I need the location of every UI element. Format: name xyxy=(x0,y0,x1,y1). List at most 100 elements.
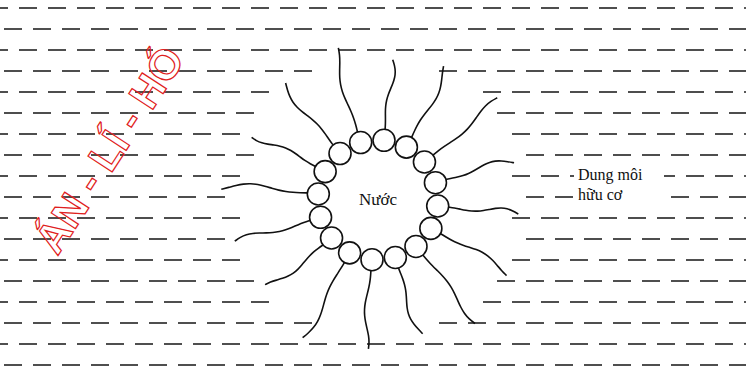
solvent-dash xyxy=(19,175,37,177)
solvent-dash xyxy=(19,7,37,9)
solvent-dash xyxy=(19,133,37,135)
solvent-dash xyxy=(584,70,602,72)
solvent-dash xyxy=(164,301,182,303)
solvent-dash xyxy=(729,154,746,156)
solvent-dash xyxy=(367,49,385,51)
solvent-dash xyxy=(642,154,660,156)
solvent-dash xyxy=(700,154,718,156)
solvent-dash xyxy=(526,196,544,198)
solvent-dash xyxy=(19,301,37,303)
solvent-dash xyxy=(149,364,167,366)
solvent-dash xyxy=(729,238,746,240)
solvent-dash xyxy=(497,28,515,30)
solvent-dash xyxy=(19,343,37,345)
solvent-dash xyxy=(541,7,559,9)
solvent-dash xyxy=(193,259,211,261)
solvent-dash xyxy=(193,175,211,177)
solvent-dash xyxy=(526,154,544,156)
solvent-dash xyxy=(526,322,544,324)
solvent-dash xyxy=(396,7,414,9)
solvent-dash xyxy=(178,364,196,366)
solvent-dash xyxy=(512,7,530,9)
solvent-dash xyxy=(48,91,66,93)
solvent-dash xyxy=(106,301,124,303)
solvent-dash xyxy=(700,196,718,198)
hydrophobic-tail xyxy=(398,268,422,334)
solvent-dash xyxy=(222,49,240,51)
solvent-dash xyxy=(729,70,746,72)
solvent-dash xyxy=(686,301,704,303)
solvent-dash xyxy=(91,28,109,30)
solvent-dash xyxy=(62,28,80,30)
solvent-dash xyxy=(613,154,631,156)
solvent-dash xyxy=(570,91,588,93)
solvent-dash xyxy=(570,301,588,303)
solvent-dash xyxy=(700,322,718,324)
solvent-dash xyxy=(744,91,746,93)
hydrophobic-tail xyxy=(303,263,345,338)
solvent-dash xyxy=(729,112,746,114)
solvent-dash xyxy=(381,364,399,366)
solvent-dash xyxy=(222,175,240,177)
hydrophobic-tail xyxy=(385,60,395,130)
solvent-dash xyxy=(33,28,51,30)
solvent-dash xyxy=(613,28,631,30)
solvent-dash xyxy=(0,175,8,177)
solvent-dash xyxy=(222,7,240,9)
solvent-dash xyxy=(0,217,8,219)
solvent-dash xyxy=(555,238,573,240)
solvent-dash xyxy=(236,322,254,324)
solvent-dash xyxy=(686,259,704,261)
solvent-dash xyxy=(135,175,153,177)
solvent-dash xyxy=(483,343,501,345)
solvent-dash xyxy=(323,364,341,366)
solvent-dash xyxy=(62,322,80,324)
solvent-dash xyxy=(613,364,631,366)
solvent-dash xyxy=(19,217,37,219)
solvent-dash xyxy=(599,301,617,303)
polar-head xyxy=(424,172,446,194)
solvent-dash xyxy=(149,322,167,324)
solvent-dash xyxy=(613,238,631,240)
solvent-dash xyxy=(628,259,646,261)
solvent-dash xyxy=(280,49,298,51)
solvent-dash xyxy=(700,238,718,240)
solvent-dash xyxy=(671,322,689,324)
polar-head xyxy=(329,143,351,165)
solvent-dash xyxy=(294,364,312,366)
solvent-dash xyxy=(193,7,211,9)
solvent-dash xyxy=(555,154,573,156)
solvent-dash xyxy=(135,259,153,261)
polar-head xyxy=(307,183,329,205)
solvent-dash xyxy=(700,112,718,114)
solvent-dash xyxy=(4,322,22,324)
solvent-dash xyxy=(236,28,254,30)
solvent-dash xyxy=(222,217,240,219)
hydrophobic-tail xyxy=(423,255,475,324)
solvent-dash xyxy=(570,259,588,261)
solvent-dash xyxy=(207,280,225,282)
solvent-dash xyxy=(265,70,283,72)
solvent-dash xyxy=(744,49,746,51)
solvent-dash xyxy=(265,364,283,366)
solvent-dash xyxy=(642,112,660,114)
solvent-dash xyxy=(715,301,733,303)
solvent-dash xyxy=(570,7,588,9)
node-text: Nước xyxy=(359,190,397,210)
polar-head xyxy=(310,206,332,228)
solvent-dash xyxy=(91,70,109,72)
solvent-dash xyxy=(686,133,704,135)
solvent-dash xyxy=(584,154,602,156)
solvent-dash xyxy=(700,364,718,366)
solvent-dash xyxy=(164,7,182,9)
hydrophobic-tail xyxy=(449,207,519,214)
solvent-dash xyxy=(744,301,746,303)
solvent-dash xyxy=(613,70,631,72)
hydrophobic-tail xyxy=(364,271,370,349)
solvent-dash xyxy=(0,343,8,345)
solvent-dash xyxy=(497,280,515,282)
solvent-dash xyxy=(425,7,443,9)
solvent-dash xyxy=(570,217,588,219)
solvent-dash xyxy=(541,175,559,177)
solvent-dash xyxy=(164,133,182,135)
